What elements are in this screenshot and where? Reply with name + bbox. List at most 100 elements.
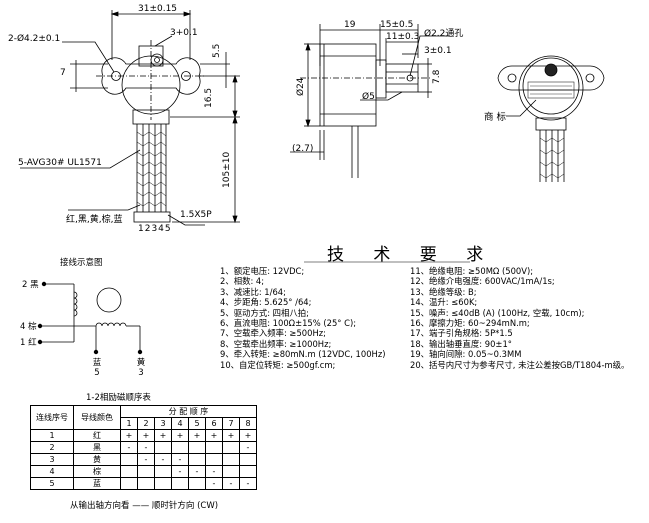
requirements-right: 11、绝缘电阻: ≥50MΩ (500V); 12、绝缘介电强度: 600VAC… [410,266,629,370]
lead-wires [136,124,167,212]
sequence-cell [137,476,155,490]
step-number: 5 [188,417,206,430]
row-num: 4 [30,464,74,478]
sequence-cell: - [137,440,155,454]
sequence-cell: + [205,428,223,442]
dim-length: 19 [344,20,356,30]
req-item: 19、轴向间隙: 0.05~0.3MM [410,349,522,360]
sequence-cell [239,452,257,466]
step-number: 7 [222,417,240,430]
req-item: 9、牵入转矩: ≥80mN.m (12VDC, 100Hz) [220,349,386,360]
sequence-cell [222,440,240,454]
req-item: 5、驱动方式: 四相八拍; [220,307,310,318]
connector-label: 1.5X5P [180,210,212,220]
terminal-4: 4 棕 [20,322,37,332]
sequence-cell: + [239,428,257,442]
req-item: 16、摩擦力矩: 60~294mN.m; [410,318,530,329]
dim-boss: 3+0.1 [170,28,198,38]
direction-note: 从输出轴方向看 —— 顺时针方向 (CW) [70,501,219,511]
sequence-cell: + [171,428,189,442]
sequence-cell: - [205,476,223,490]
sequence-cell [188,452,206,466]
sequence-cell: - [171,464,189,478]
wiring-diagram [37,281,143,355]
dim-lead-length: 105±10 [222,151,232,188]
sequence-cell [171,440,189,454]
row-color: 红 [73,428,121,442]
sequence-cell: + [154,428,172,442]
req-item: 10、自定位转矩: ≥500gf.cm; [220,359,336,370]
requirements-left: 1、额定电压: 12VDC; 2、相数: 4; 3、减速比: 1/64; 4、步… [220,266,386,370]
req-item: 14、温升: ≤60K; [410,297,478,308]
sequence-cell [205,440,223,454]
sequence-cell: - [239,476,257,490]
sequence-cell [154,440,172,454]
req-item: 15、噪声: ≤40dB (A) (100Hz, 空载, 10cm); [410,307,585,318]
row-num: 1 [30,428,74,442]
sequence-cell: - [239,440,257,454]
sequence-cell: - [154,452,172,466]
header-sequence: 分 配 顺 序 [120,405,257,418]
wiring-title: 接线示意图 [60,258,103,268]
wire-spec: 5-AVG30# UL1571 [18,158,102,168]
req-item: 17、端子引角规格: 5P*1.5 [410,328,513,339]
dim-key: 3±0.1 [424,46,452,56]
step-number: 3 [154,417,172,430]
req-item: 18、输出轴垂直度: 90±1° [410,338,512,349]
sequence-cell [154,476,172,490]
req-item: 4、步距角: 5.625° /64; [220,297,312,308]
sequence-cell [222,452,240,466]
pin-numbers: 12345 [138,224,172,234]
sequence-cell [188,476,206,490]
side-view [290,24,450,178]
sequence-cell: + [188,428,206,442]
sequence-cell [171,476,189,490]
req-item: 6、直流电阻: 100Ω±15% (25° C); [220,318,357,329]
sequence-cell [154,464,172,478]
step-number: 4 [171,417,189,430]
sequence-cell: - [171,452,189,466]
row-color: 棕 [73,464,121,478]
photo-view [497,55,605,182]
header-num: 连线序号 [30,405,74,430]
sequence-cell: - [188,464,206,478]
sequence-cell [188,440,206,454]
row-color: 蓝 [73,476,121,490]
req-item: 8、空载牵出频率: ≥1000Hz; [220,338,332,349]
step-number: 6 [205,417,223,430]
sequence-caption: 1-2相励磁顺序表 [86,393,151,403]
dim-body: 16.5 [204,87,214,108]
sequence-cell: - [222,476,240,490]
req-item: 12、绝缘介电强度: 600VAC/1mA/1s; [410,276,555,287]
req-item: 3、减速比: 1/64; [220,286,286,297]
sequence-cell [137,464,155,478]
dim-holes: 2-Ø4.2±0.1 [8,34,61,44]
sequence-cell [239,464,257,478]
dim-shaft-offset: 7 [60,68,66,78]
dim-through-hole: Ø2.2通孔 [424,29,464,39]
req-item: 2、相数: 4; [220,276,265,287]
front-view [20,10,240,226]
req-item: 11、绝缘电阻: ≥50MΩ (500V); [410,266,534,276]
sequence-cell: + [222,428,240,442]
terminal-2: 2 黑 [22,280,39,290]
sequence-cell [222,464,240,478]
req-item: 13、绝缘等级: B; [410,286,477,297]
dim-shaft-len: 15±0.5 [380,20,414,30]
row-color: 黄 [73,452,121,466]
dim-flat: 11±0.3 [386,32,420,42]
header-color: 导线颜色 [73,405,121,430]
dim-step: (2.7) [292,144,314,154]
dim-flange: 5.5 [212,43,222,58]
sequence-cell [205,452,223,466]
req-item: 7、空载牵入频率: ≥500Hz; [220,328,326,339]
step-number: 1 [120,417,138,430]
sequence-cell: - [120,440,138,454]
dim-width: 31±0.15 [138,4,178,14]
trademark-label: 商 标 [484,112,507,123]
row-num: 2 [30,440,74,454]
